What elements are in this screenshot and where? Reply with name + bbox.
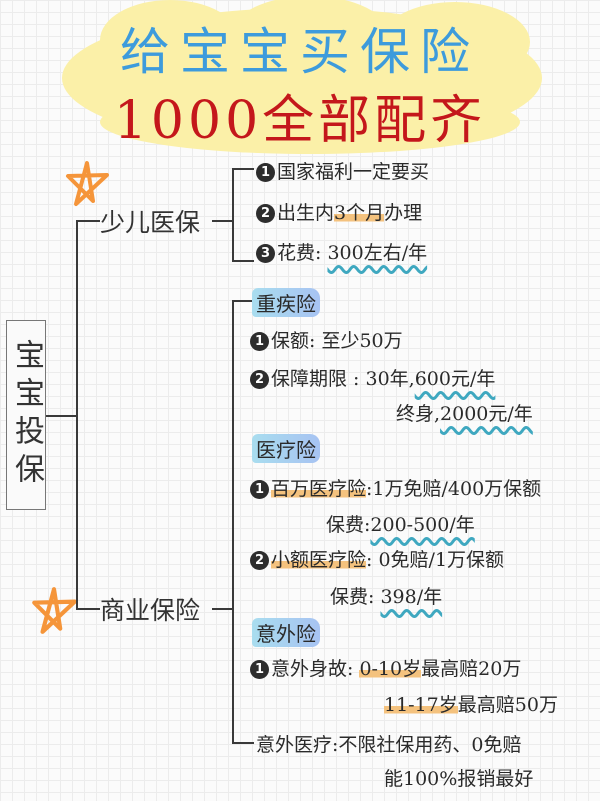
root-node: 宝宝投保	[6, 320, 46, 510]
list-item: 能100%报销最好	[384, 768, 534, 790]
list-item: 11-17岁最高赔50万	[384, 694, 558, 716]
title-line-2: 1000全部配齐	[113, 91, 487, 151]
list-item: 保费:200-500/年	[326, 514, 475, 536]
branch-commercial-insurance: 商业保险	[100, 596, 201, 625]
section-accident: 意外险	[252, 618, 320, 647]
list-item: 保费: 398/年	[330, 586, 443, 608]
title-line-1: 给宝宝买保险	[120, 23, 480, 81]
root-label: 宝宝投保	[9, 339, 44, 491]
star-icon	[32, 587, 77, 634]
list-item: 意外医疗:不限社保用药、0免赔	[256, 734, 522, 756]
section-critical-illness: 重疾险	[252, 288, 320, 317]
star-icon	[66, 161, 109, 206]
list-item: 终身,2000元/年	[396, 403, 533, 425]
section-medical: 医疗险	[252, 434, 320, 463]
branch-child-medical-insurance: 少儿医保	[100, 208, 201, 237]
